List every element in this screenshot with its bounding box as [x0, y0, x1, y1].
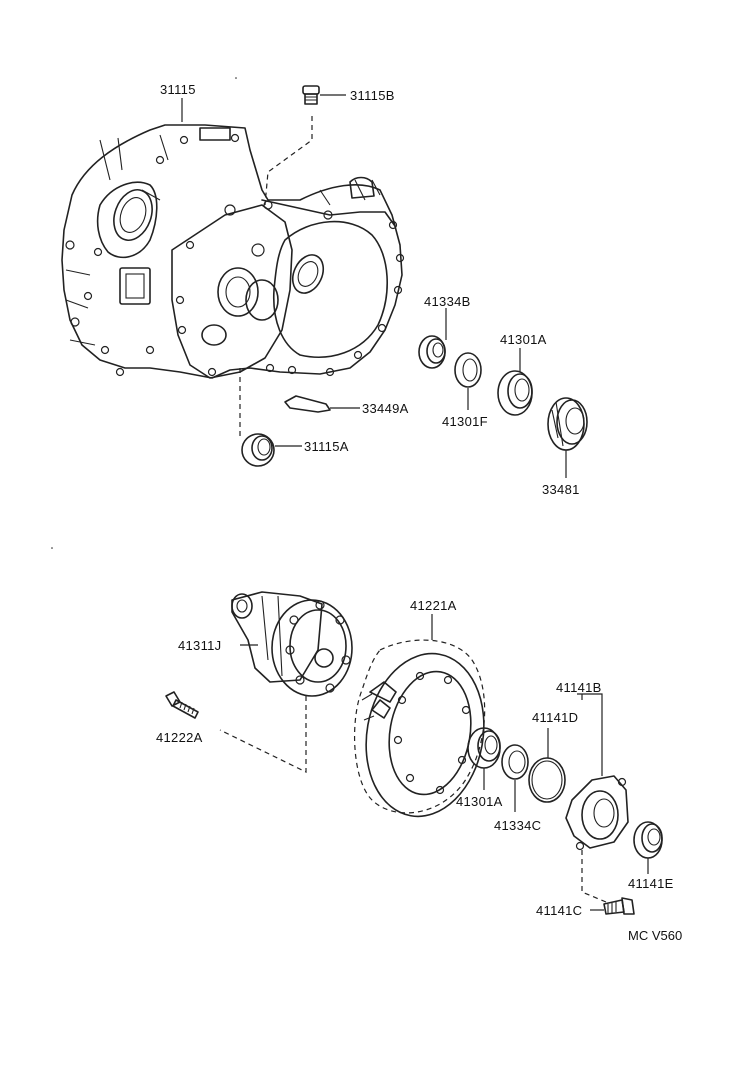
- label-31115a: 31115A: [304, 439, 349, 454]
- o-ring-41141d: [528, 757, 566, 803]
- bolt-41141c: [603, 897, 635, 915]
- label-31115: 31115: [160, 82, 196, 97]
- label-41221a: 41221A: [410, 598, 457, 613]
- label-41222a: 41222A: [156, 730, 203, 745]
- dashed-leader: [264, 116, 313, 206]
- label-33481: 33481: [542, 482, 580, 497]
- dashed-leader: [219, 696, 307, 773]
- label-41301a-top: 41301A: [500, 332, 547, 347]
- shim-41301f: [454, 352, 482, 388]
- label-31115b: 31115B: [350, 88, 395, 103]
- label-41141b: 41141B: [556, 680, 602, 695]
- plate-33449a: [284, 395, 331, 413]
- scan-speck: [51, 547, 53, 549]
- label-41311j: 41311J: [178, 638, 222, 653]
- bolt-41222a: [165, 691, 199, 719]
- drawing-code: MC V560: [628, 928, 682, 943]
- label-41334b: 41334B: [424, 294, 471, 309]
- dashed-leader: [581, 850, 607, 903]
- label-41141d: 41141D: [532, 710, 578, 725]
- bearing-33481: [547, 397, 588, 451]
- label-41301a-bottom: 41301A: [456, 794, 503, 809]
- plug-31115b: [302, 85, 320, 105]
- scan-speck: [235, 77, 237, 79]
- label-41141e: 41141E: [628, 876, 674, 891]
- transaxle-housing: [61, 124, 405, 379]
- label-33449a: 33449A: [362, 401, 409, 416]
- retainer-41141b: [565, 775, 629, 851]
- differential-case-41311j: [231, 591, 353, 697]
- label-41301f: 41301F: [442, 414, 488, 429]
- bearing-41301a-top: [497, 370, 533, 416]
- label-41141c: 41141C: [536, 903, 582, 918]
- shim-41334c: [501, 744, 529, 780]
- label-41334c: 41334C: [494, 818, 541, 833]
- oil-seal-41141e: [633, 821, 663, 859]
- oil-seal-31115a: [241, 433, 275, 467]
- seal-41334b: [418, 335, 446, 369]
